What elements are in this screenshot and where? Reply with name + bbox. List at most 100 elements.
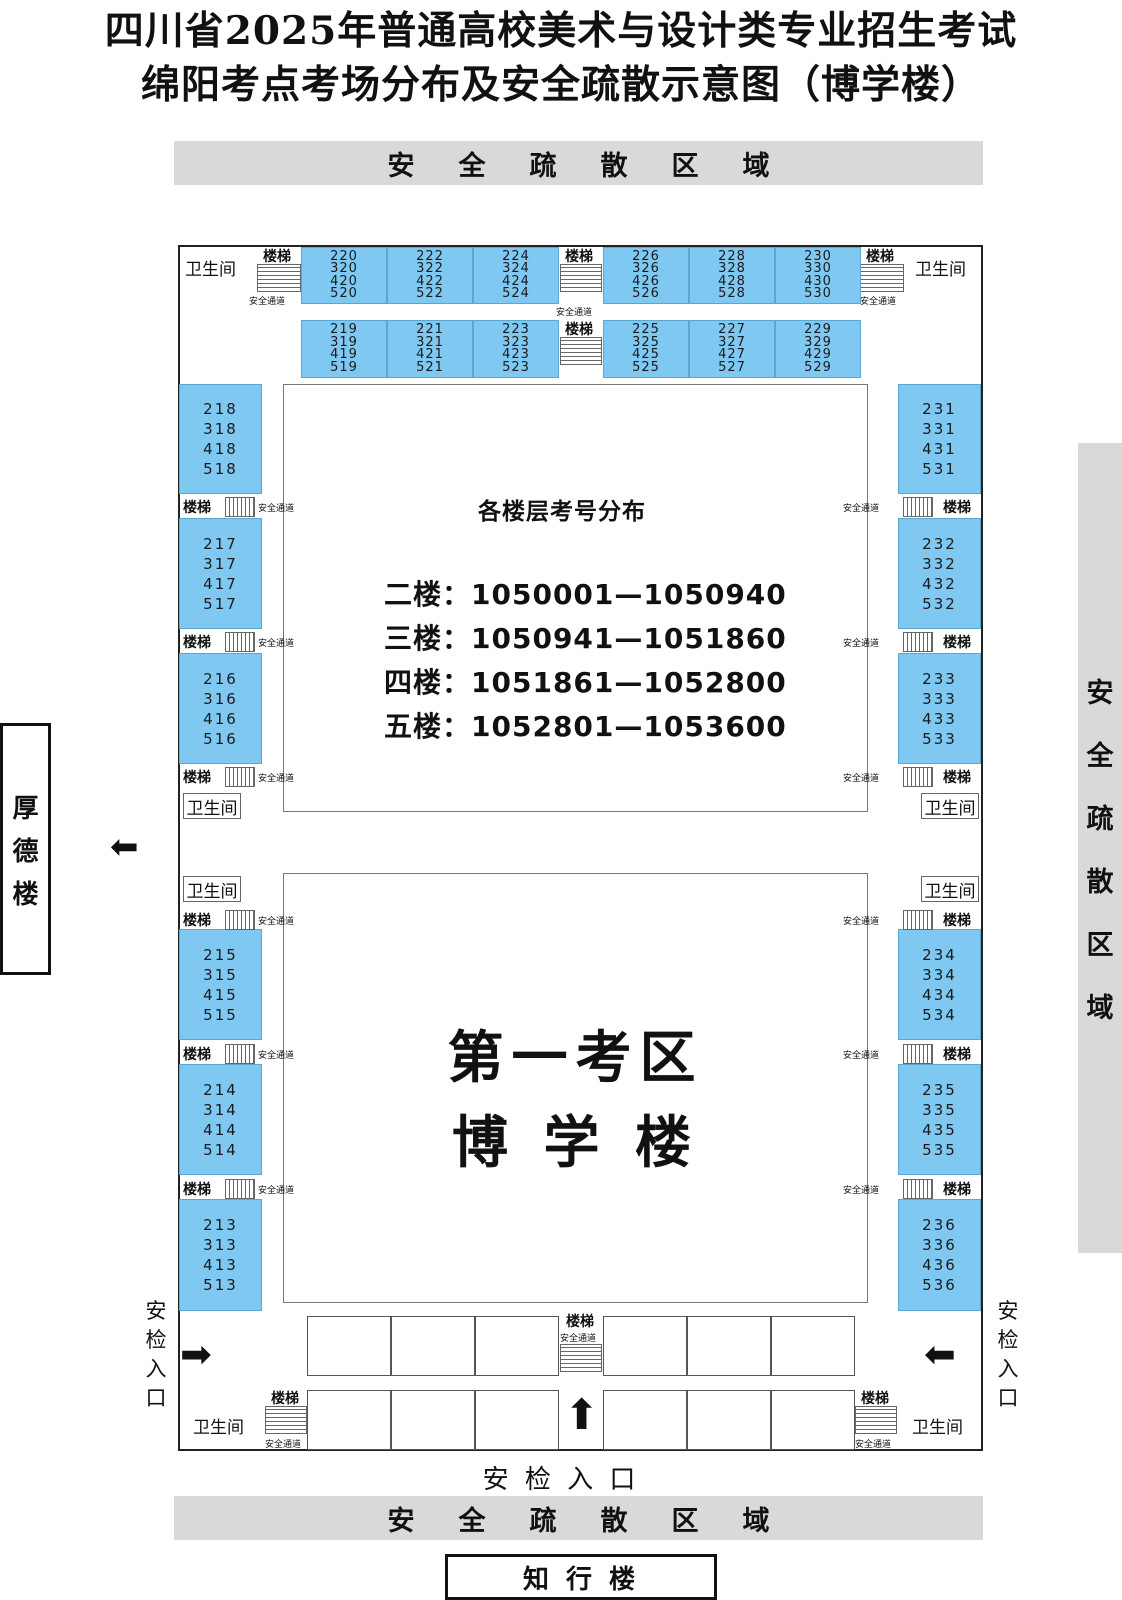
- security-entrance-left: 安检入口: [145, 1299, 167, 1410]
- stairs-icon: [560, 1344, 602, 1372]
- arrow-right-icon: ➡: [180, 1332, 212, 1376]
- passage-label: 安全通道: [855, 1440, 892, 1450]
- passage-label: 安全通道: [843, 504, 880, 514]
- security-entrance-right: 安检入口: [997, 1299, 1019, 1410]
- evacuation-zone-right: 安全疏 散区域: [1078, 443, 1122, 1253]
- passage-label: 安全通道: [843, 1186, 880, 1196]
- stairs-icon: [225, 767, 255, 787]
- bottom-room: [687, 1390, 771, 1450]
- passage-label: 安全通道: [258, 1186, 295, 1196]
- stairs-icon: [560, 264, 602, 292]
- evacuation-zone-bottom: 安全疏 散区域: [174, 1496, 983, 1540]
- stairs-icon: [225, 910, 255, 930]
- passage-label: 安全通道: [249, 297, 286, 307]
- stairs-label-left: 楼梯: [183, 913, 211, 929]
- passage-label: 安全通道: [258, 504, 295, 514]
- stairs-icon: [903, 1044, 933, 1064]
- evacuation-zone-top: 安全疏 散区域: [174, 141, 983, 185]
- stairs-label-bottom-center: 楼梯: [566, 1314, 594, 1330]
- bottom-room: [603, 1316, 687, 1376]
- floor-distribution-heading: 各楼层考号分布: [478, 499, 646, 525]
- bottom-room: [475, 1316, 559, 1376]
- stairs-label-bottom-left: 楼梯: [271, 1391, 299, 1407]
- passage-label: 安全通道: [556, 308, 593, 318]
- floor-2-range: 二楼：1050001—1050940: [384, 578, 787, 611]
- upper-courtyard: [283, 384, 868, 812]
- floor-5-range: 五楼：1052801—1053600: [384, 710, 787, 743]
- stairs-label-left: 楼梯: [183, 500, 211, 516]
- floor-4-range: 四楼：1051861—1052800: [384, 666, 787, 699]
- zone-building: 博 学 楼: [452, 1111, 699, 1176]
- passage-label: 安全通道: [258, 639, 295, 649]
- floor-3-range: 三楼：1050941—1051860: [384, 622, 787, 655]
- arrow-left-icon: ⬅: [924, 1332, 956, 1376]
- passage-label: 安全通道: [860, 297, 897, 307]
- stairs-label-right: 楼梯: [943, 500, 971, 516]
- lower-courtyard: [283, 873, 868, 1303]
- bottom-room: [475, 1390, 559, 1450]
- stairs-label-left: 楼梯: [183, 770, 211, 786]
- stairs-label-right: 楼梯: [943, 770, 971, 786]
- bottom-room: [603, 1390, 687, 1450]
- wc-bottom-right: 卫生间: [912, 1418, 963, 1438]
- passage-label: 安全通道: [258, 774, 295, 784]
- bottom-room: [391, 1390, 475, 1450]
- stairs-icon: [225, 497, 255, 517]
- stairs-icon: [855, 1406, 897, 1434]
- stairs-icon: [860, 264, 904, 292]
- stairs-label-top-center-2: 楼梯: [565, 322, 593, 338]
- stairs-icon: [903, 1179, 933, 1199]
- passage-label: 安全通道: [843, 917, 880, 927]
- bottom-room: [771, 1316, 855, 1376]
- stairs-label-top-left: 楼梯: [263, 249, 291, 265]
- wc-left-lower: 卫生间: [183, 876, 241, 902]
- stairs-label-left: 楼梯: [183, 1182, 211, 1198]
- stairs-label-top-right: 楼梯: [866, 249, 894, 265]
- passage-label: 安全通道: [843, 1051, 880, 1061]
- bottom-room: [307, 1390, 391, 1450]
- passage-label: 安全通道: [843, 774, 880, 784]
- wc-right-lower: 卫生间: [921, 876, 979, 902]
- stairs-label-right: 楼梯: [943, 913, 971, 929]
- passage-label: 安全通道: [258, 1051, 295, 1061]
- passage-label: 安全通道: [560, 1334, 597, 1344]
- stairs-icon: [225, 1179, 255, 1199]
- stairs-label-bottom-right: 楼梯: [861, 1391, 889, 1407]
- stairs-icon: [903, 632, 933, 652]
- arrow-up-icon: ⬆: [564, 1390, 600, 1439]
- security-entrance-bottom: 安 检 入 口: [482, 1465, 640, 1495]
- stairs-icon: [257, 264, 301, 292]
- houde-building-label: 厚德楼: [0, 723, 51, 975]
- bottom-room: [391, 1316, 475, 1376]
- wc-left-upper: 卫生间: [183, 793, 241, 819]
- arrow-left-icon: ⬅: [110, 827, 139, 867]
- zhixing-building-label: 知 行 楼: [445, 1554, 717, 1600]
- stairs-label-left: 楼梯: [183, 1047, 211, 1063]
- stairs-icon: [560, 337, 602, 365]
- passage-label: 安全通道: [258, 917, 295, 927]
- title-line-1: 四川省2025年普通高校美术与设计类专业招生考试: [104, 8, 1018, 54]
- stairs-icon: [225, 1044, 255, 1064]
- stairs-label-right: 楼梯: [943, 635, 971, 651]
- bottom-room: [307, 1316, 391, 1376]
- bottom-room: [771, 1390, 855, 1450]
